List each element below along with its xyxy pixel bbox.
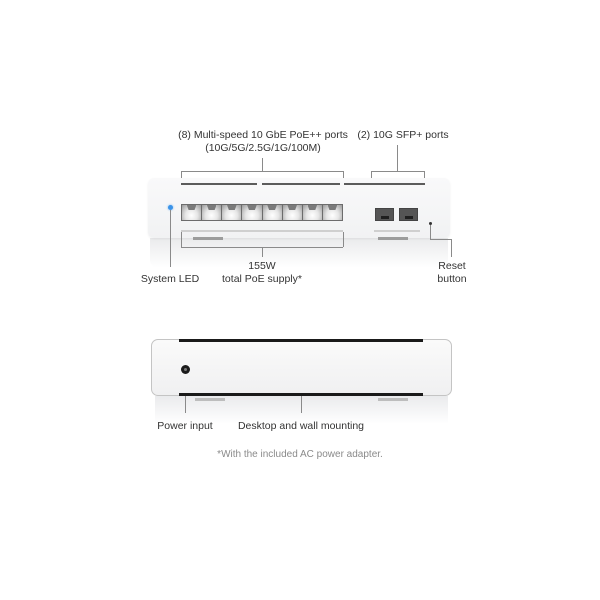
poe-bracket-right bbox=[343, 232, 344, 247]
rj45-port-4[interactable] bbox=[242, 205, 262, 220]
ethernet-ports-label: (8) Multi-speed 10 GbE PoE++ ports (10G/… bbox=[170, 129, 356, 155]
rear-bottom-bar bbox=[179, 393, 423, 396]
front-vent-bar-2 bbox=[262, 183, 340, 185]
poe-supply-label-line1: 155W bbox=[248, 260, 276, 272]
reset-label-line2: button bbox=[437, 273, 467, 285]
sfp-port-1[interactable] bbox=[375, 208, 394, 221]
power-port-icon[interactable] bbox=[181, 365, 190, 374]
rj45-port-8[interactable] bbox=[322, 205, 342, 220]
rear-top-bar bbox=[179, 339, 423, 342]
poe-supply-label: 155W total PoE supply* bbox=[212, 260, 312, 286]
ethernet-callout-stem bbox=[262, 158, 263, 171]
rj45-port-2[interactable] bbox=[202, 205, 222, 220]
front-foot-right bbox=[378, 237, 408, 240]
poe-bracket-left bbox=[181, 232, 182, 247]
mounting-callout-line bbox=[301, 396, 302, 413]
front-foot-left bbox=[193, 237, 223, 240]
front-device-reflection bbox=[150, 238, 448, 268]
rj45-port-6[interactable] bbox=[282, 205, 302, 220]
sfp-port-2[interactable] bbox=[399, 208, 418, 221]
mounting-label: Desktop and wall mounting bbox=[237, 420, 365, 432]
led-callout-line bbox=[170, 210, 171, 267]
reset-callout-line-v1 bbox=[430, 225, 431, 239]
sfp-ports-label: (2) 10G SFP+ ports bbox=[357, 129, 449, 141]
ethernet-ports-label-line1: (8) Multi-speed 10 GbE PoE++ ports bbox=[178, 129, 348, 141]
sfp-callout-stem bbox=[397, 145, 398, 171]
rear-foot-left bbox=[195, 398, 225, 401]
reset-callout-line-h bbox=[430, 239, 452, 240]
power-callout-line bbox=[185, 396, 186, 413]
reset-button-label: Reset button bbox=[430, 260, 474, 286]
switch-rear-panel bbox=[151, 339, 452, 396]
poe-supply-label-line2: total PoE supply* bbox=[222, 273, 302, 285]
rj45-port-1[interactable] bbox=[182, 205, 202, 220]
rear-foot-right bbox=[378, 398, 408, 401]
ethernet-ports-label-line2: (10G/5G/2.5G/1G/100M) bbox=[205, 142, 321, 154]
rj45-port-group bbox=[181, 204, 343, 221]
footnote: *With the included AC power adapter. bbox=[217, 449, 383, 460]
system-led-icon bbox=[168, 205, 173, 210]
reset-callout-line-v2 bbox=[451, 239, 452, 257]
sfp-underline bbox=[374, 230, 420, 232]
front-vent-bar-1 bbox=[181, 183, 257, 185]
rj45-underline bbox=[181, 230, 343, 232]
system-led-label: System LED bbox=[140, 273, 200, 285]
front-vent-bar-3 bbox=[344, 183, 425, 185]
reset-label-line1: Reset bbox=[438, 260, 466, 272]
ethernet-bracket-top bbox=[181, 171, 343, 172]
sfp-bracket-top bbox=[371, 171, 424, 172]
power-input-label: Power input bbox=[157, 420, 213, 432]
poe-callout-stem bbox=[262, 247, 263, 257]
rj45-port-3[interactable] bbox=[222, 205, 242, 220]
rj45-port-5[interactable] bbox=[262, 205, 282, 220]
rj45-port-7[interactable] bbox=[302, 205, 322, 220]
reset-button[interactable] bbox=[429, 222, 432, 225]
